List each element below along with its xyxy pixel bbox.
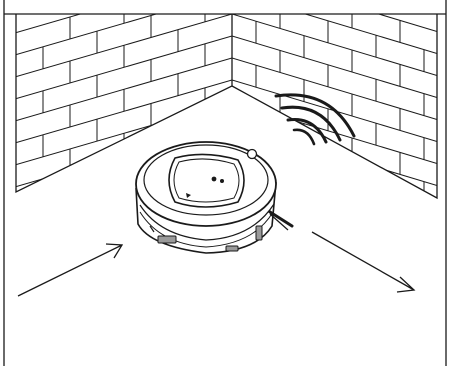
brick-line xyxy=(16,79,232,144)
brick-line xyxy=(232,14,437,76)
brick-line xyxy=(16,14,232,34)
arrow-incoming-icon xyxy=(17,243,124,297)
robot-vacuum-icon xyxy=(135,141,294,254)
brick-line xyxy=(16,278,232,341)
brick-line xyxy=(16,256,232,319)
brick-line xyxy=(16,14,232,56)
brick-line xyxy=(232,300,437,362)
brick-line xyxy=(16,35,232,100)
frame-border xyxy=(3,0,447,366)
brick-line xyxy=(232,14,437,32)
brick-line xyxy=(16,300,232,363)
arrow-outgoing-icon xyxy=(311,231,416,293)
wall-sensor-signal-icon xyxy=(274,93,356,146)
right-wall-outline xyxy=(231,14,438,200)
brick-line xyxy=(232,57,437,120)
brick-line xyxy=(232,278,437,340)
brick-line xyxy=(232,35,437,98)
brick-line xyxy=(232,14,437,54)
brick-line xyxy=(232,256,437,318)
